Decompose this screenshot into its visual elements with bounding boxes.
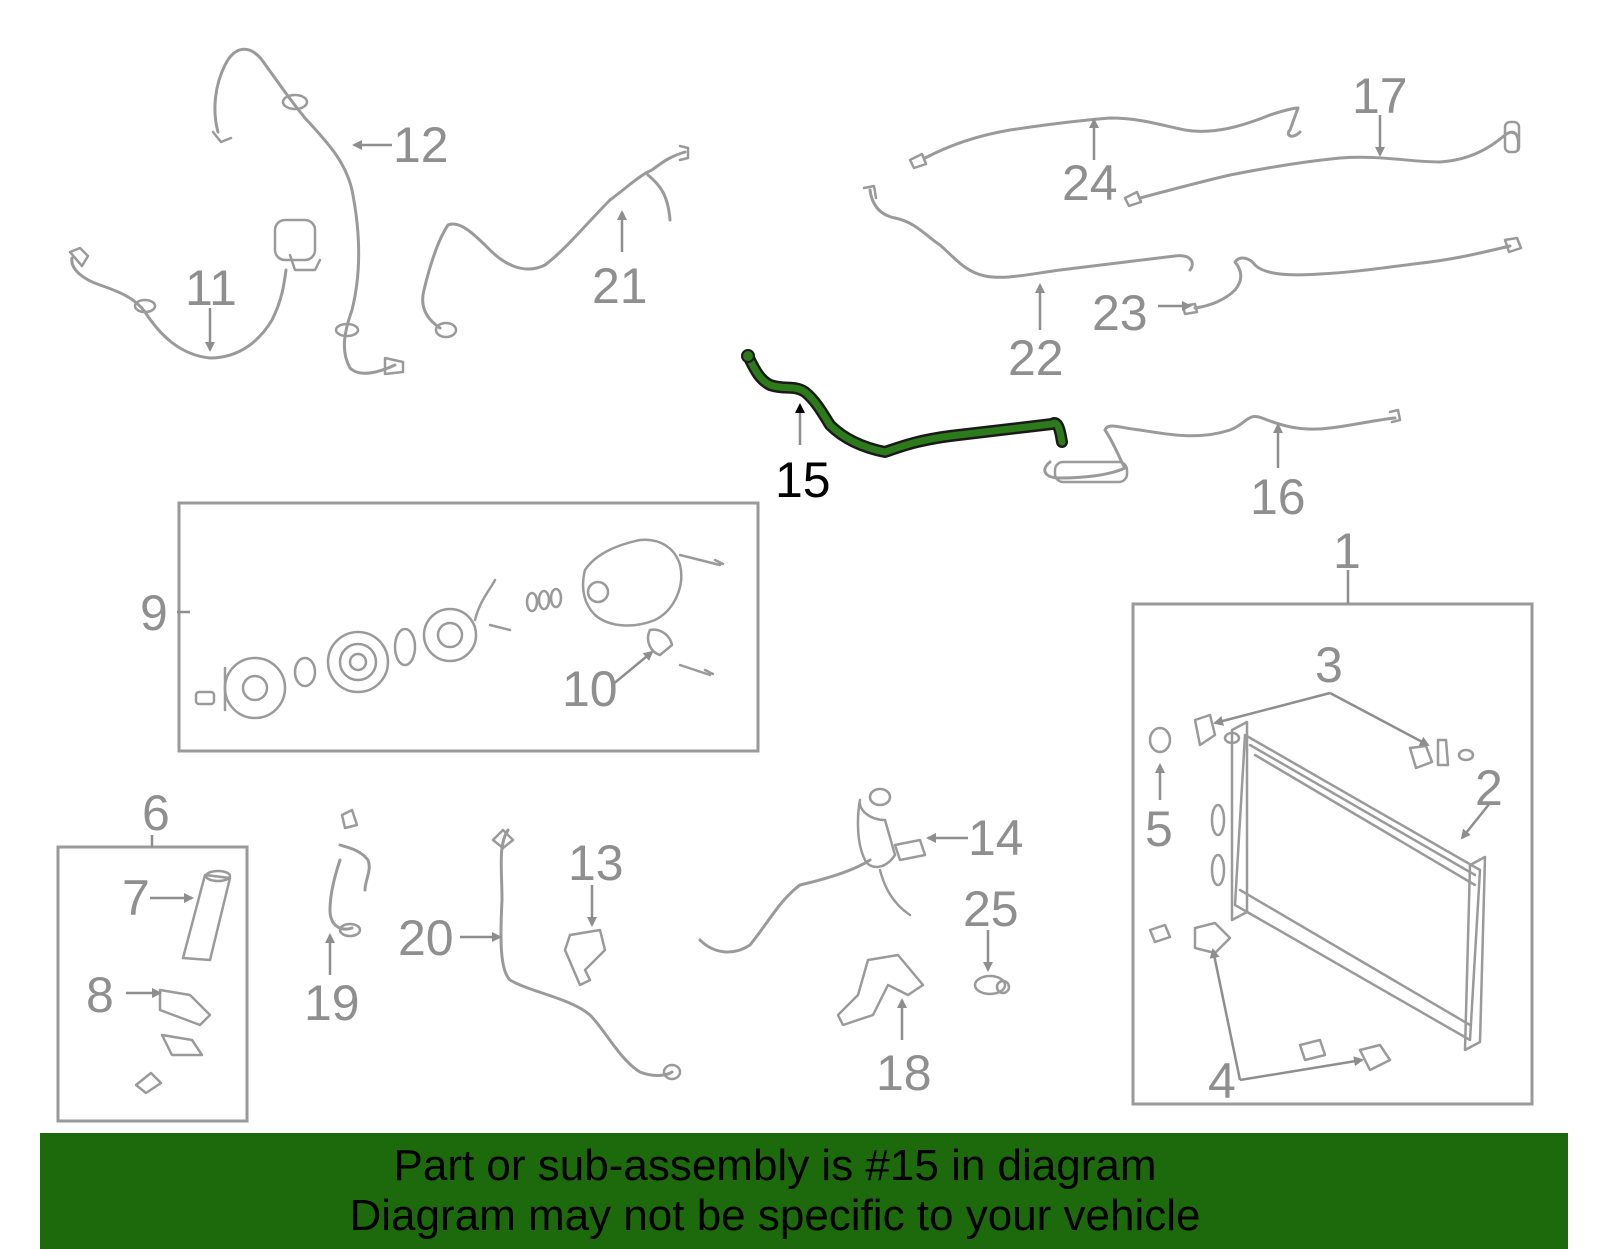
label-1: 1 — [1333, 523, 1361, 579]
label-10: 10 — [562, 661, 618, 717]
part-4-brackets[interactable] — [1148, 921, 1392, 1072]
leader-arrows — [126, 115, 1491, 1082]
part-3-brackets[interactable] — [1193, 713, 1475, 770]
part-20-tube[interactable] — [491, 828, 682, 1081]
label-23: 23 — [1092, 285, 1148, 341]
label-17: 17 — [1352, 68, 1408, 124]
label-8: 8 — [86, 967, 114, 1023]
part-2-condenser[interactable] — [1210, 720, 1487, 1052]
banner-line-part: Part or sub-assembly is #15 in diagram — [393, 1141, 1157, 1190]
part-5-mount[interactable] — [1148, 726, 1172, 754]
label-20: 20 — [398, 910, 454, 966]
banner-line-disclaimer: Diagram may not be specific to your vehi… — [349, 1191, 1201, 1240]
part-14-expansion-valve[interactable] — [698, 787, 927, 954]
part-22-line[interactable] — [862, 184, 1194, 279]
compressor-box — [177, 501, 760, 753]
label-12: 12 — [393, 117, 449, 173]
label-5: 5 — [1145, 801, 1173, 857]
part-11-hose[interactable] — [68, 218, 322, 360]
label-2: 2 — [1475, 760, 1503, 816]
label-3: 3 — [1315, 637, 1343, 693]
label-4: 4 — [1208, 1053, 1236, 1109]
part-15-highlighted-line[interactable] — [741, 349, 1068, 458]
part-19-tube[interactable] — [328, 808, 371, 938]
part-18-bracket[interactable] — [836, 953, 925, 1027]
label-11: 11 — [185, 260, 237, 316]
label-15: 15 — [775, 452, 831, 508]
part-7-drier[interactable] — [181, 869, 232, 962]
condenser-box — [1131, 602, 1534, 1106]
label-18: 18 — [876, 1045, 932, 1101]
label-9: 9 — [140, 585, 168, 641]
info-banner: Part or sub-assembly is #15 in diagram D… — [40, 1133, 1568, 1249]
label-24: 24 — [1062, 155, 1118, 211]
label-16: 16 — [1250, 469, 1306, 525]
label-19: 19 — [304, 975, 360, 1031]
label-7: 7 — [122, 870, 150, 926]
part-25-switch[interactable] — [973, 974, 1011, 996]
part-17-line[interactable] — [1123, 120, 1521, 208]
label-25: 25 — [963, 881, 1019, 937]
label-22: 22 — [1008, 330, 1064, 386]
part-16-line[interactable] — [1043, 408, 1402, 484]
label-6: 6 — [142, 785, 170, 841]
part-23-line[interactable] — [1181, 236, 1523, 316]
part-13-bracket[interactable] — [563, 928, 607, 987]
part-8-bracket[interactable] — [134, 988, 212, 1095]
part-21-tube[interactable] — [421, 144, 690, 339]
number-labels: 11 12 21 24 17 22 23 15 16 1 3 2 5 4 9 1… — [86, 68, 1503, 1109]
label-13: 13 — [568, 835, 624, 891]
label-21: 21 — [592, 258, 648, 314]
part-12-hose[interactable] — [211, 47, 405, 376]
part-24-line[interactable] — [908, 106, 1302, 170]
label-14: 14 — [968, 810, 1024, 866]
part-9-compressor-assembly[interactable] — [194, 538, 725, 720]
